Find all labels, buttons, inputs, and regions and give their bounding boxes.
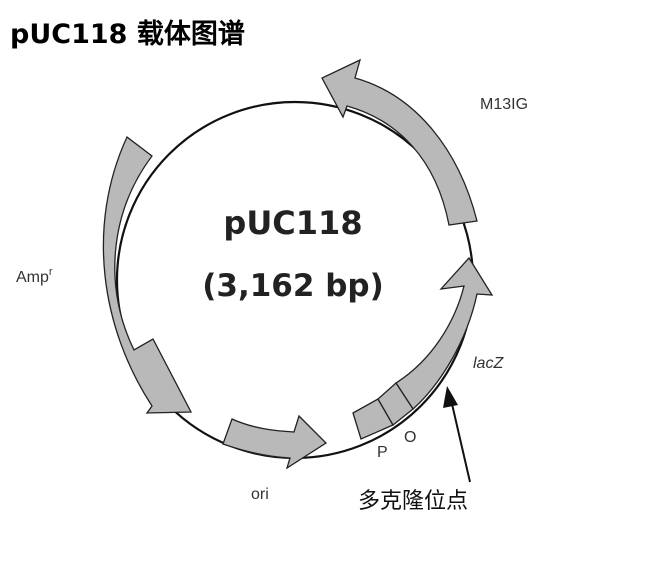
- mcs-pointer-line: [451, 403, 471, 483]
- promoter-label: P: [377, 444, 388, 461]
- page-title: pUC118 载体图谱: [10, 18, 245, 50]
- operator-label: O: [404, 429, 416, 446]
- plasmid-name: pUC118: [223, 204, 362, 242]
- mcs-label: 多克隆位点: [358, 489, 468, 514]
- ampr-arrow: [102, 135, 193, 414]
- ori-arrow: [222, 414, 328, 470]
- ampr-label-sup: r: [49, 266, 53, 278]
- ampr-label-main: Amp: [16, 269, 49, 286]
- ori-label: ori: [251, 486, 269, 503]
- m13ig-label: M13IG: [480, 96, 528, 113]
- m13ig-arrow: [321, 58, 478, 226]
- lacz-label: lacZ: [473, 355, 504, 372]
- lacz-arrow: [395, 256, 494, 410]
- mcs-pointer-head: [443, 386, 458, 408]
- plasmid-size: (3,162 bp): [202, 268, 384, 304]
- ampr-label: Ampr: [16, 266, 53, 286]
- operator-box: [377, 382, 414, 426]
